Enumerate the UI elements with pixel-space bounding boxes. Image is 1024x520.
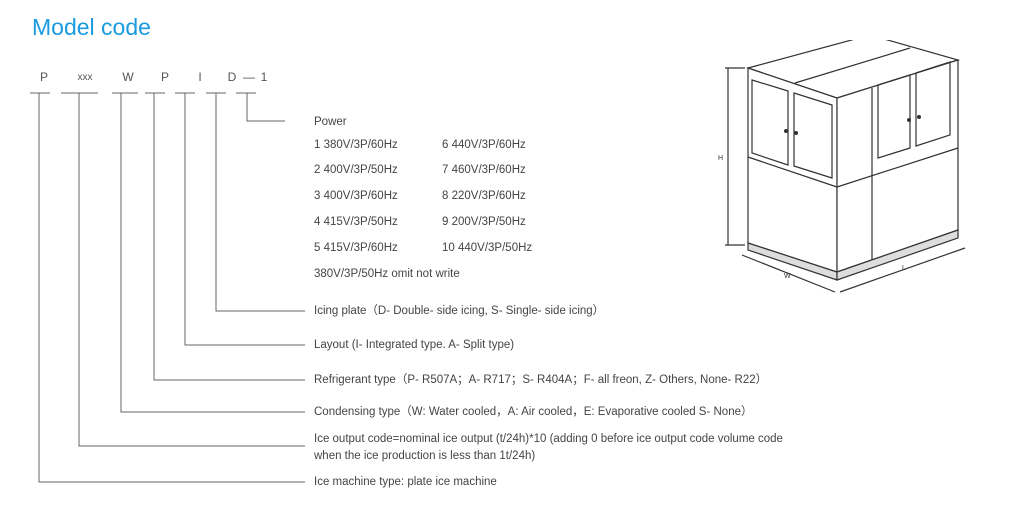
power-option: 10 440V/3P/50Hz	[442, 242, 533, 254]
power-option: 2 400V/3P/50Hz	[314, 164, 398, 176]
code-part-output: xxx	[77, 72, 93, 83]
height-label: H	[718, 155, 723, 162]
desc-ice-output: Ice output code=nominal ice output (t/24…	[314, 433, 783, 445]
power-option: 5 415V/3P/60Hz	[314, 242, 398, 254]
desc-ice-output-cont: when the ice production is less than 1t/…	[314, 450, 536, 462]
power-note: 380V/3P/50Hz omit not write	[314, 268, 460, 280]
code-part-power: 1	[260, 70, 268, 84]
power-option: 3 400V/3P/60Hz	[314, 190, 398, 202]
desc-layout: Layout (I- Integrated type. A- Split typ…	[314, 339, 515, 351]
power-option: 9 200V/3P/50Hz	[442, 216, 526, 228]
length-label: L	[902, 265, 906, 272]
width-label: W	[784, 273, 791, 280]
power-label: Power	[314, 116, 347, 128]
code-part-icing: D	[227, 70, 237, 84]
code-part-condensing: W	[122, 70, 134, 84]
code-part-refrigerant: P	[160, 70, 170, 84]
desc-refrigerant: Refrigerant type（P- R507A；A- R717；S- R40…	[314, 374, 768, 386]
desc-icing-plate: Icing plate（D- Double- side icing, S- Si…	[314, 305, 605, 317]
page-title: Model code	[32, 14, 151, 40]
power-option: 7 460V/3P/60Hz	[442, 164, 526, 176]
power-option: 6 440V/3P/60Hz	[442, 139, 526, 151]
code-part-layout: I	[198, 70, 202, 84]
code-part-dash: —	[243, 70, 255, 84]
desc-machine-type: Ice machine type: plate ice machine	[314, 476, 497, 488]
power-option: 1 380V/3P/60Hz	[314, 139, 398, 151]
desc-condensing: Condensing type（W: Water cooled，A: Air c…	[314, 406, 753, 418]
power-option: 8 220V/3P/60Hz	[442, 190, 526, 202]
power-option: 4 415V/3P/50Hz	[314, 216, 398, 228]
code-part-type: P	[39, 70, 49, 84]
ice-machine-drawing: H W L	[718, 40, 966, 293]
